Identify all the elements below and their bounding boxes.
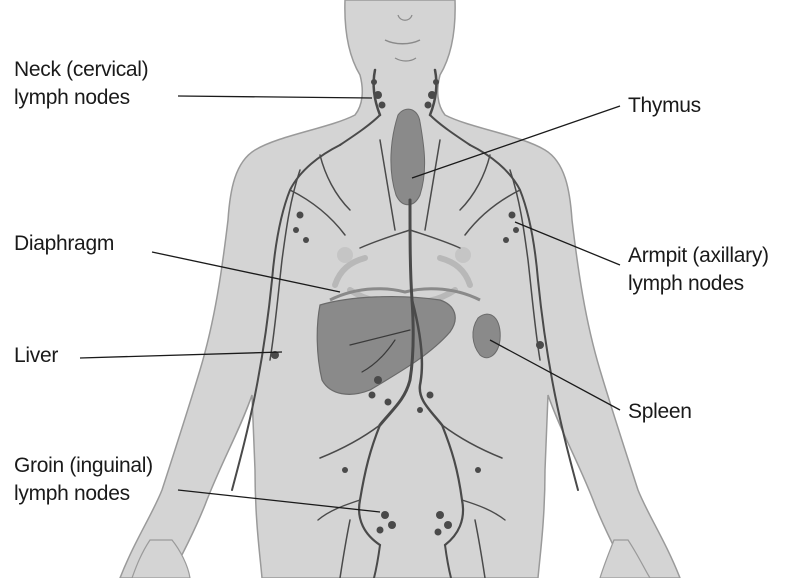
label-armpit-lymph-nodes: Armpit (axillary) lymph nodes [628, 242, 769, 298]
right-breast [455, 247, 471, 263]
label-armpit-line1: Armpit (axillary) [628, 242, 769, 270]
label-groin-line1: Groin (inguinal) [14, 452, 153, 480]
label-diaphragm: Diaphragm [14, 230, 114, 258]
label-thymus-line1: Thymus [628, 92, 701, 120]
spleen [473, 314, 500, 358]
label-groin-line2: lymph nodes [14, 480, 153, 508]
label-thymus: Thymus [628, 92, 701, 120]
label-spleen-line1: Spleen [628, 398, 692, 426]
neck-leader [178, 96, 372, 98]
label-groin-lymph-nodes: Groin (inguinal) lymph nodes [14, 452, 153, 508]
label-liver-line1: Liver [14, 342, 58, 370]
label-neck-line2: lymph nodes [14, 84, 148, 112]
body-silhouette [120, 0, 680, 578]
label-spleen: Spleen [628, 398, 692, 426]
label-diaphragm-line1: Diaphragm [14, 230, 114, 258]
label-liver: Liver [14, 342, 58, 370]
label-neck-line1: Neck (cervical) [14, 56, 148, 84]
thymus [391, 109, 425, 205]
label-neck-lymph-nodes: Neck (cervical) lymph nodes [14, 56, 148, 112]
label-armpit-line2: lymph nodes [628, 270, 769, 298]
left-breast [337, 247, 353, 263]
